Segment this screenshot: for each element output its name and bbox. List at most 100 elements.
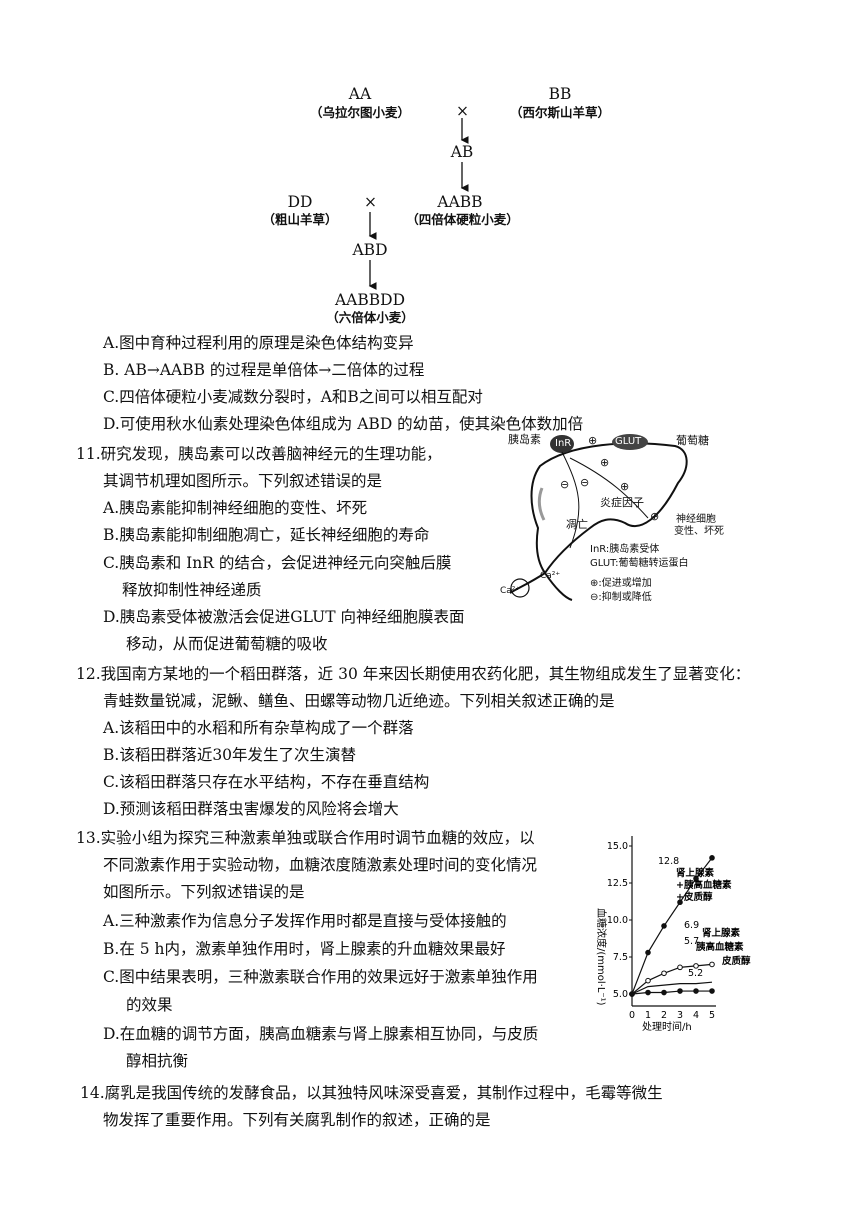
data-point [677, 988, 683, 994]
vesicle-path [537, 487, 546, 521]
y-axis-label: 血糖浓度/(mmol·L⁻¹) [595, 908, 608, 1006]
series-label-cortisol: 皮质醇 [721, 955, 751, 967]
aabb-genome: AABB [437, 193, 483, 211]
x-tick-label: 4 [693, 1010, 699, 1021]
inr-label: InR [555, 438, 572, 449]
nerve-cell-label: 变性、坏死 [674, 526, 724, 537]
q11-option-b: B.胰岛素能抑制细胞凋亡，延长神经细胞的寿命 [103, 526, 430, 544]
aabb-name: （四倍体硬粒小麦） [406, 212, 519, 227]
glut-label: GLUT [615, 436, 642, 447]
data-point [677, 899, 683, 906]
q12-stem: 12.我国南方某地的一个稻田群落，近 30 年来因长期使用农药化肥，其生物组成发… [76, 665, 751, 683]
q13-option-d: 醇相抗衡 [126, 1052, 189, 1070]
data-point [677, 964, 683, 971]
dd-name: （粗山羊草） [262, 212, 338, 227]
legend-promote: ⊕:促进或增加 [590, 578, 652, 589]
dd-genome: DD [287, 193, 313, 211]
q12-option-d: D.预测该稻田群落虫害爆发的风险将会增大 [103, 800, 399, 818]
q10-option-a: A.图中育种过程利用的原理是染色体结构变异 [103, 334, 414, 352]
data-point [661, 989, 667, 996]
q10-option-c: C.四倍体硬粒小麦减数分裂时，A和B之间可以相互配对 [103, 388, 483, 406]
aa-genome: AA [348, 85, 372, 103]
glucose-label: 葡萄糖 [676, 434, 709, 447]
minus-icon: ⊖ [560, 478, 570, 491]
q13-option-b: B.在 5 h内，激素单独作用时，肾上腺素的升血糖效果最好 [103, 940, 506, 958]
series-line [631, 857, 713, 995]
y-tick-label: 5.0 [613, 989, 628, 1000]
data-label: 5.2 [688, 968, 703, 979]
q12-stem: 青蛙数量锐减，泥鳅、鳝鱼、田螺等动物几近绝迹。下列相关叙述正确的是 [103, 692, 615, 710]
y-tick-label: 10.0 [607, 915, 628, 926]
x-axis-label: 处理时间/h [642, 1020, 692, 1032]
calcium-label: Ca²⁺ [540, 571, 561, 581]
data-point [693, 875, 699, 882]
plus-icon: ⊕ [650, 510, 660, 523]
y-tick-label: 7.5 [613, 952, 628, 963]
q11-option-d: D.胰岛素受体被激活会促进GLUT 向神经细胞膜表面 [103, 608, 465, 626]
x-tick-label: 3 [677, 1010, 683, 1021]
insulin-label: 胰岛素 [508, 433, 541, 446]
cross-symbol: × [364, 193, 377, 211]
data-point [693, 988, 699, 994]
aa-name: （乌拉尔图小麦） [309, 105, 410, 120]
abd-genome: ABD [352, 241, 388, 259]
chart-svg: 血糖浓度/(mmol·L⁻¹) 处理时间/h 5.07.510.012.515.… [595, 836, 751, 1033]
data-point [709, 988, 715, 994]
q11-option-c: C.胰岛素和 InR 的结合，会促进神经元向突触后膜 [103, 554, 452, 572]
q12-option-b: B.该稻田群落近30年发生了次生演替 [103, 746, 357, 764]
data-point [709, 961, 715, 968]
nerve-cell-label: 神经细胞 [676, 514, 716, 525]
y-tick-label: 12.5 [607, 878, 628, 889]
q11-stem: 其调节机理如图所示。下列叙述错误的是 [103, 472, 383, 490]
q12-option-c: C.该稻田群落只存在水平结构，不存在垂直结构 [103, 773, 430, 791]
neuron-outline [530, 442, 688, 575]
data-point [709, 855, 715, 861]
q13-stem: 13.实验小组为探究三种激素单独或联合作用时调节血糖的效应，以 [76, 829, 535, 847]
q11-option-d: 移动，从而促进葡萄糖的吸收 [126, 635, 328, 653]
aabbdd-genome: AABBDD [334, 291, 406, 309]
apoptosis-label: 凋亡 [566, 518, 588, 531]
q11-option-a: A.胰岛素能抑制神经细胞的变性、坏死 [103, 499, 368, 517]
data-point [645, 989, 651, 996]
q11-stem: 11.研究发现，胰岛素可以改善脑神经元的生理功能， [76, 445, 442, 463]
data-point [661, 923, 667, 929]
pathway [561, 451, 580, 549]
pathway [569, 457, 649, 519]
x-tick-label: 1 [645, 1010, 651, 1021]
data-label: 12.8 [658, 856, 679, 867]
legend-inhibit: ⊖:抑制或降低 [590, 592, 652, 603]
q13-option-a: A.三种激素作为信息分子发挥作用时都是直接与受体接触的 [103, 912, 507, 930]
plus-icon: ⊕ [600, 456, 610, 469]
plus-icon: ⊕ [620, 480, 630, 493]
aabbdd-name: （六倍体小麦） [326, 310, 414, 325]
q10-option-b: B. AB→AABB 的过程是单倍体→二倍体的过程 [103, 361, 425, 379]
data-point [661, 970, 667, 977]
minus-icon: ⊖ [580, 476, 590, 489]
series-label-combined: +胰高血糖素 [676, 879, 732, 891]
plus-icon: ⊕ [588, 434, 598, 447]
y-tick-label: 15.0 [607, 841, 628, 852]
bb-genome: BB [548, 85, 572, 103]
series-label-glucagon: 胰高血糖素 [696, 941, 744, 953]
q13-option-d: D.在血糖的调节方面，胰高血糖素与肾上腺素相互协同，与皮质 [103, 1025, 539, 1043]
data-point [645, 977, 651, 984]
q11-option-c: 释放抑制性神经递质 [122, 581, 262, 599]
q13-option-c: 的效果 [126, 996, 173, 1014]
x-tick-label: 5 [709, 1010, 715, 1021]
data-point [693, 963, 699, 969]
q13-stem: 如图所示。下列叙述错误的是 [103, 883, 305, 901]
series-label-combined: 肾上腺素 [676, 867, 715, 879]
inflammation-label: 炎症因子 [600, 496, 644, 509]
q10-option-d: D.可使用秋水仙素处理染色体组成为 ABD 的幼苗，使其染色体数加倍 [103, 415, 584, 433]
series-line [631, 990, 712, 995]
data-label: 6.9 [684, 920, 699, 931]
bb-name: （西尔斯山羊草） [509, 105, 610, 120]
series-label-combined: +皮质醇 [676, 891, 713, 903]
q13-stem: 不同激素作用于实验动物，血糖浓度随激素处理时间的变化情况 [103, 856, 538, 874]
data-point [645, 949, 651, 956]
cross-symbol: × [456, 102, 469, 120]
q12-option-a: A.该稻田中的水稻和所有杂草构成了一个群落 [103, 719, 414, 737]
x-tick-label: 0 [629, 1010, 635, 1021]
ab-genome: AB [450, 143, 474, 161]
